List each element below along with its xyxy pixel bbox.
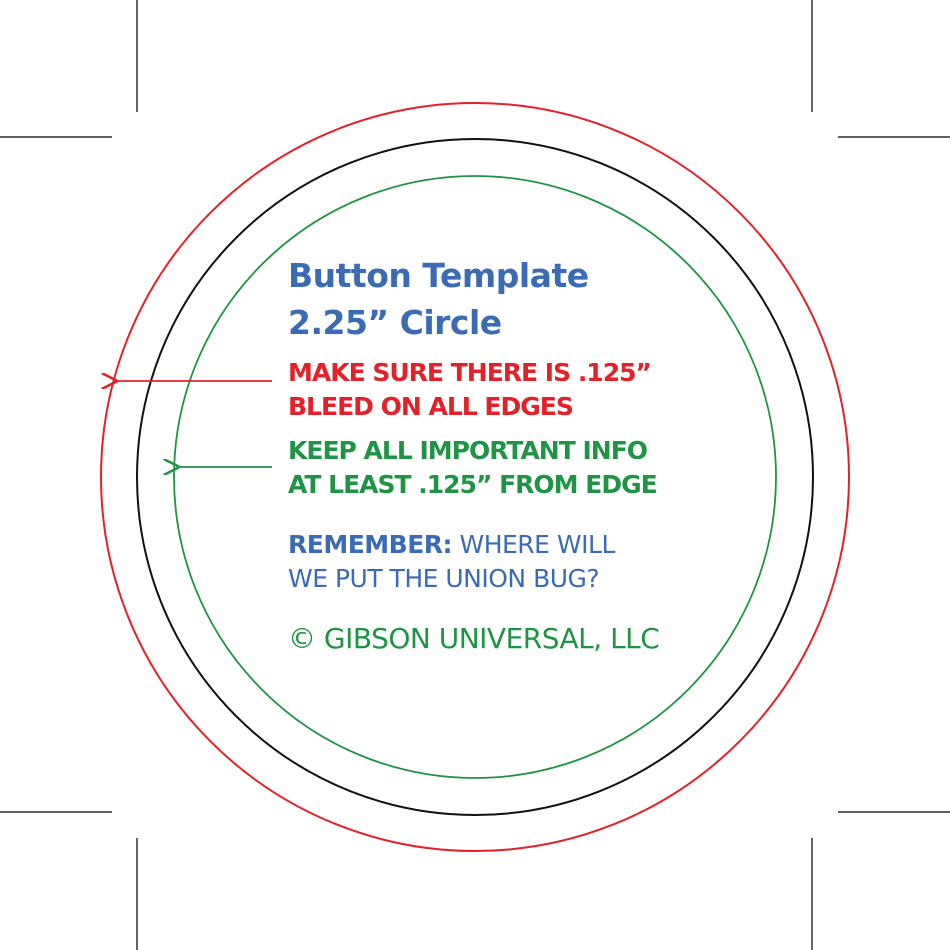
- bleed-note-line-2: BLEED ON ALL EDGES: [288, 392, 574, 421]
- copyright-notice: © GIBSON UNIVERSAL, LLC: [288, 622, 660, 655]
- trim-circle: [136, 138, 814, 816]
- bleed-note-line-1: MAKE SURE THERE IS .125”: [288, 358, 652, 387]
- template-title-line-2: 2.25” Circle: [288, 303, 502, 342]
- remember-label: REMEMBER:: [288, 530, 453, 559]
- remember-note: REMEMBER: WHERE WILL WE PUT THE UNION BU…: [288, 528, 615, 596]
- remember-note-line-1: REMEMBER: WHERE WILL: [288, 528, 615, 562]
- template-title: Button Template 2.25” Circle: [288, 252, 589, 346]
- template-title-line-1: Button Template: [288, 256, 589, 295]
- bleed-note: MAKE SURE THERE IS .125” BLEED ON ALL ED…: [288, 356, 652, 424]
- safe-area-note-line-1: KEEP ALL IMPORTANT INFO: [288, 436, 648, 465]
- remember-note-line-1-rest: WHERE WILL: [452, 530, 615, 559]
- safe-area-note: KEEP ALL IMPORTANT INFO AT LEAST .125” F…: [288, 434, 658, 502]
- bleed-circle: [100, 102, 850, 852]
- safe-area-circle: [173, 175, 777, 779]
- remember-note-line-2: WE PUT THE UNION BUG?: [288, 564, 600, 593]
- safe-area-note-line-2: AT LEAST .125” FROM EDGE: [288, 470, 658, 499]
